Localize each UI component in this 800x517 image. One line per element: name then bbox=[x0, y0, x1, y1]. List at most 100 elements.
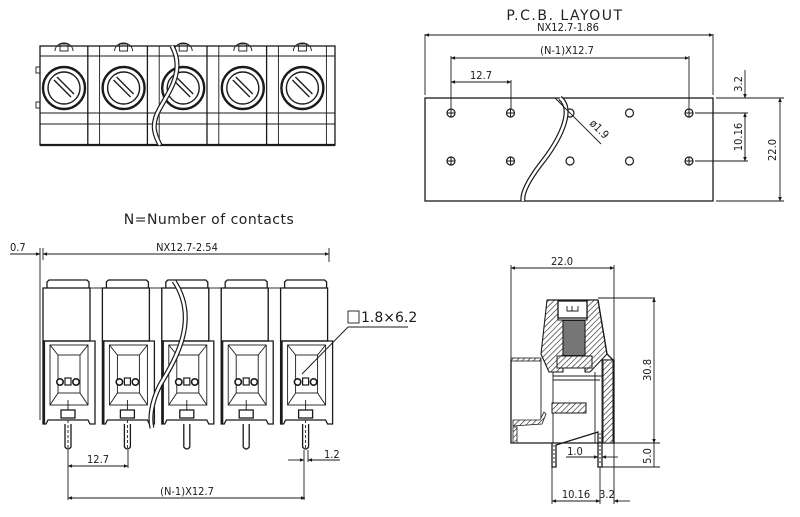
clamp-hole-icon bbox=[234, 377, 243, 386]
pcb-overall-width-label: NX12.7-1.86 bbox=[537, 21, 599, 34]
latch-section bbox=[512, 411, 547, 427]
screw-inner-icon bbox=[106, 71, 141, 105]
pcb-top-offset-label: 3.2 bbox=[732, 76, 745, 92]
leader-line bbox=[554, 97, 602, 145]
window-bevel bbox=[49, 344, 59, 356]
side-depth-label: 22.0 bbox=[551, 255, 573, 268]
wire-break-inner bbox=[521, 96, 568, 202]
front-contact bbox=[220, 279, 282, 450]
pin-slot bbox=[297, 409, 314, 419]
top-contact bbox=[265, 42, 327, 145]
contact-upper-body bbox=[220, 287, 269, 342]
clamp-square-icon bbox=[123, 377, 132, 386]
pcb-height-label: 22.0 bbox=[766, 139, 779, 161]
screw-slot bbox=[232, 79, 251, 98]
contact-upper-body bbox=[279, 287, 329, 342]
wire-entry-frame bbox=[287, 344, 327, 406]
pcb-row-spacing-label: 10.16 bbox=[732, 123, 745, 151]
screw-slot bbox=[53, 79, 72, 98]
wire-entry-window bbox=[57, 354, 81, 394]
side-tab bbox=[35, 66, 41, 74]
clamp-hole-icon bbox=[72, 377, 81, 386]
window-bevel bbox=[49, 392, 59, 406]
window-bevel bbox=[109, 392, 118, 406]
wire-inner bbox=[149, 280, 187, 429]
front-contact bbox=[279, 279, 334, 450]
screw-slot bbox=[294, 76, 313, 95]
side-pins bbox=[551, 430, 603, 468]
clip-slot bbox=[59, 43, 69, 52]
square-symbol-icon bbox=[347, 310, 360, 324]
contact-upper-body bbox=[42, 287, 91, 342]
window-bevel bbox=[227, 344, 237, 356]
clamp-hole-icon bbox=[115, 377, 124, 386]
clip-slot bbox=[119, 43, 129, 52]
clamp-hole-icon bbox=[293, 377, 302, 386]
screw-slot bbox=[291, 79, 310, 98]
contact-pin bbox=[64, 424, 72, 450]
wire-entry-frame bbox=[49, 344, 89, 406]
clamp-bottom-section bbox=[551, 402, 587, 414]
window-bevel bbox=[287, 344, 296, 356]
pcb-holes bbox=[446, 108, 694, 166]
clip-icon bbox=[292, 42, 312, 52]
screw-slot bbox=[175, 76, 194, 95]
wire-entry-label: 1.8×6.2 bbox=[361, 310, 417, 326]
clip-slot bbox=[297, 43, 307, 52]
window-bevel bbox=[198, 344, 208, 356]
window-bevel bbox=[168, 392, 178, 406]
screw-slot bbox=[56, 76, 75, 95]
screw-slot bbox=[172, 79, 191, 98]
pcb-hole bbox=[505, 156, 516, 166]
pin-slot bbox=[179, 409, 195, 419]
base-section bbox=[512, 426, 518, 444]
window-bevel bbox=[317, 344, 326, 356]
outline bbox=[597, 299, 608, 355]
pcb-span-label: (N-1)X12.7 bbox=[540, 44, 594, 57]
window-bevel bbox=[198, 392, 208, 406]
pin-offset-label: 1.0 bbox=[567, 445, 583, 458]
clamp-hole-icon bbox=[190, 377, 199, 386]
contact-plate bbox=[553, 375, 602, 381]
hole-circle-icon bbox=[624, 108, 635, 118]
screw-slot bbox=[116, 76, 135, 95]
side-edge-offset-label: 3.2 bbox=[599, 488, 615, 501]
window-bevel bbox=[139, 392, 148, 406]
window-bevel bbox=[227, 392, 237, 406]
contact-pin bbox=[123, 424, 132, 450]
pin-width-label: 1.2 bbox=[324, 448, 340, 461]
wire-entry-frame bbox=[227, 344, 267, 406]
clamp-hole-icon bbox=[174, 377, 183, 386]
window-bevel bbox=[257, 344, 267, 356]
contact-top-lip bbox=[283, 279, 328, 288]
pcb-hole bbox=[684, 108, 694, 118]
front-span-label: (N-1)X12.7 bbox=[160, 485, 214, 498]
clip-slot bbox=[178, 43, 188, 52]
top-view bbox=[35, 42, 336, 147]
pcb-hole bbox=[446, 108, 456, 118]
clip-icon bbox=[54, 42, 74, 52]
screw-slot bbox=[566, 306, 579, 312]
contact-pin bbox=[183, 424, 191, 450]
outline bbox=[606, 353, 614, 361]
wire-entry-window bbox=[176, 354, 200, 394]
clamp-square-icon bbox=[183, 377, 191, 386]
clip-slot bbox=[238, 43, 248, 52]
wire-entry-window bbox=[295, 354, 319, 394]
clamp-section bbox=[556, 355, 593, 369]
window-bevel bbox=[317, 392, 326, 406]
clamp-square-icon bbox=[302, 377, 310, 386]
clamp-square-icon bbox=[64, 377, 72, 386]
wire-icon bbox=[148, 279, 188, 429]
window-bevel bbox=[79, 392, 89, 406]
hole-circle-icon bbox=[565, 156, 575, 166]
pcb-pitch-label: 12.7 bbox=[470, 69, 492, 82]
screw-inner-icon bbox=[285, 71, 320, 105]
clamp-hole-icon bbox=[250, 377, 259, 386]
contact-top-lip bbox=[46, 279, 90, 288]
side-height-label: 30.8 bbox=[641, 359, 654, 381]
side-row-spacing-label: 10.16 bbox=[562, 488, 590, 501]
right-wall-section bbox=[602, 359, 614, 444]
front-contacts bbox=[42, 279, 334, 450]
screw-slot bbox=[113, 79, 132, 98]
